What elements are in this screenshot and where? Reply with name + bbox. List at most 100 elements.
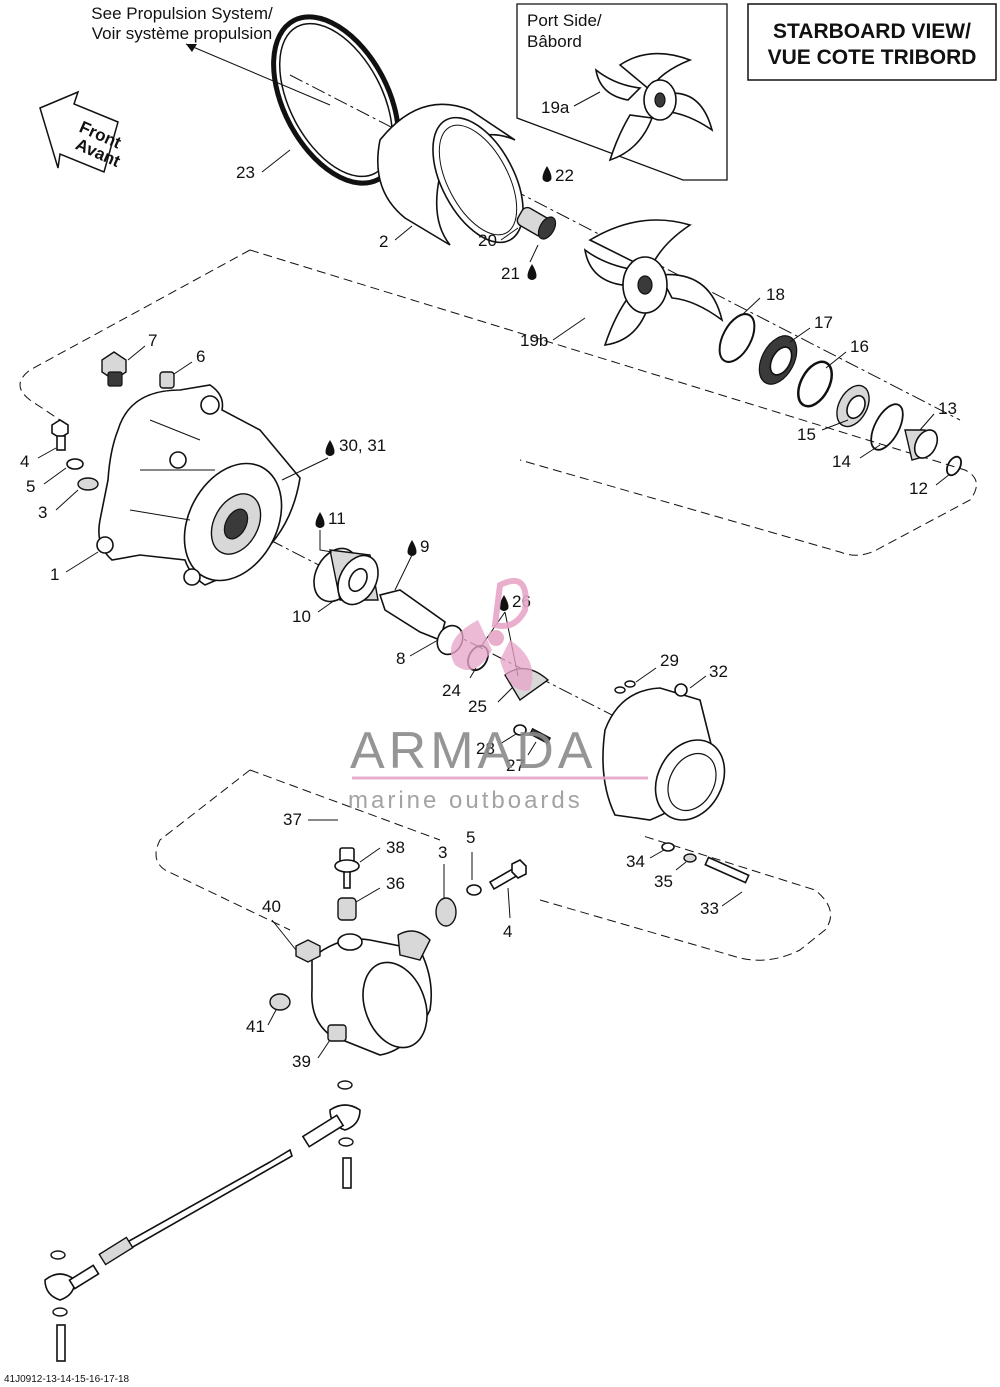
label-23: 23 — [236, 163, 255, 182]
part-29-fasteners — [614, 680, 636, 694]
watermark-brand: ARMADA — [350, 722, 596, 780]
label-37: 37 — [283, 810, 302, 829]
part-38-washer — [334, 859, 360, 873]
label-21: 21 — [501, 264, 520, 283]
part-4-bolt-left — [51, 419, 69, 451]
leader-lines — [37, 91, 951, 1059]
part-36-bushing — [337, 897, 357, 921]
label-29: 29 — [660, 651, 679, 670]
label-18: 18 — [766, 285, 785, 304]
label-24: 24 — [442, 681, 461, 700]
label-2: 2 — [379, 232, 388, 251]
part-10-bearing — [313, 547, 379, 606]
propulsion-arrow — [185, 43, 331, 106]
label-3-right: 3 — [438, 843, 447, 862]
drop-icon-9 — [407, 540, 417, 556]
part-6-plug — [159, 371, 175, 389]
part-7-drain-screw — [101, 351, 127, 387]
part-18-circlip — [718, 313, 756, 363]
label-3-left: 3 — [38, 503, 47, 522]
label-34: 34 — [626, 852, 645, 871]
label-30-31: 30, 31 — [339, 436, 386, 455]
propulsion-note-line1: See Propulsion System/ — [91, 4, 273, 23]
part-5-washer-left — [66, 458, 84, 470]
label-12: 12 — [909, 479, 928, 498]
label-5-right: 5 — [466, 828, 475, 847]
label-27: 27 — [506, 756, 525, 775]
group-outline-upper-left — [19, 249, 251, 421]
drop-icon-11 — [315, 512, 325, 528]
label-19a: 19a — [541, 98, 570, 117]
propulsion-note-line2: Voir système propulsion — [92, 24, 272, 43]
label-40: 40 — [262, 897, 281, 916]
drop-icon-26 — [499, 595, 509, 611]
label-9: 9 — [420, 537, 429, 556]
part-19b-impeller — [583, 219, 724, 346]
label-16: 16 — [850, 337, 869, 356]
part-39-steering-nozzle — [311, 930, 433, 1056]
label-22: 22 — [555, 166, 574, 185]
port-side-line2: Bâbord — [527, 32, 582, 51]
part-3-grommet-left — [77, 477, 99, 491]
part-41-cap — [269, 993, 291, 1011]
propeller-logo-icon — [450, 577, 533, 691]
group-outline-lower-left — [155, 769, 291, 931]
label-19b: 19b — [520, 331, 548, 350]
label-25: 25 — [468, 697, 487, 716]
watermark-tagline: marine outboards — [348, 787, 583, 814]
part-32-venturi — [602, 683, 726, 821]
part-4-bolt-right — [488, 859, 527, 891]
label-15: 15 — [797, 425, 816, 444]
port-side-inset: Port Side/ Bâbord — [516, 3, 728, 181]
diagram-code: 41J0912-13-14-15-16-17-18 — [4, 1374, 130, 1385]
label-11: 11 — [328, 509, 346, 528]
label-4-left: 4 — [20, 452, 29, 471]
label-35: 35 — [654, 872, 673, 891]
label-17: 17 — [814, 313, 833, 332]
group-outline-upper-right — [249, 249, 977, 556]
lubricant-drop-icons — [315, 166, 552, 611]
impeller-19a — [594, 52, 714, 162]
label-39: 39 — [292, 1052, 311, 1071]
part-12-o-ring — [946, 455, 962, 477]
part-20-bushing — [516, 206, 557, 240]
front-direction-arrow: Front Avant — [39, 90, 124, 174]
label-28: 28 — [476, 739, 495, 758]
starboard-title-line2: VUE COTE TRIBORD — [768, 46, 977, 69]
label-32: 32 — [709, 662, 728, 681]
part-28-27-screw — [513, 724, 552, 745]
part-16-washer — [797, 360, 833, 408]
label-4-right: 4 — [503, 922, 512, 941]
part-1-pump-housing — [96, 384, 301, 586]
drop-icon-22 — [542, 166, 552, 182]
label-5-left: 5 — [26, 477, 35, 496]
part-40-nut — [295, 939, 321, 963]
part-33-34-35-screw — [661, 842, 750, 884]
part-15-bearing — [836, 384, 870, 428]
part-23-ring — [271, 14, 401, 186]
callout-labels: 23 2 20 21 22 19a 19b 18 17 16 15 14 13 … — [20, 98, 957, 1071]
steering-rod-assembly — [44, 1080, 361, 1362]
label-33: 33 — [700, 899, 719, 918]
label-8: 8 — [396, 649, 405, 668]
starboard-title-line1: STARBOARD VIEW/ — [773, 20, 971, 43]
label-7: 7 — [148, 331, 157, 350]
part-13-cap — [904, 429, 939, 461]
label-20: 20 — [478, 231, 497, 250]
armada-watermark: ARMADA marine outboards — [348, 577, 648, 814]
drop-icon-30-31 — [325, 440, 335, 456]
part-3-grommet-right — [435, 897, 457, 927]
part-14-o-ring — [870, 403, 904, 451]
label-6: 6 — [196, 347, 205, 366]
label-36: 36 — [386, 874, 405, 893]
starboard-view-box: STARBOARD VIEW/ VUE COTE TRIBORD — [747, 3, 997, 81]
part-5-washer-right — [466, 884, 482, 896]
label-10: 10 — [292, 607, 311, 626]
label-41: 41 — [246, 1017, 265, 1036]
part-2-wear-ring — [377, 103, 524, 246]
label-14: 14 — [832, 452, 851, 471]
group-outline-lower-right — [249, 769, 832, 961]
port-side-line1: Port Side/ — [527, 11, 602, 30]
drop-icon-21 — [527, 264, 537, 280]
